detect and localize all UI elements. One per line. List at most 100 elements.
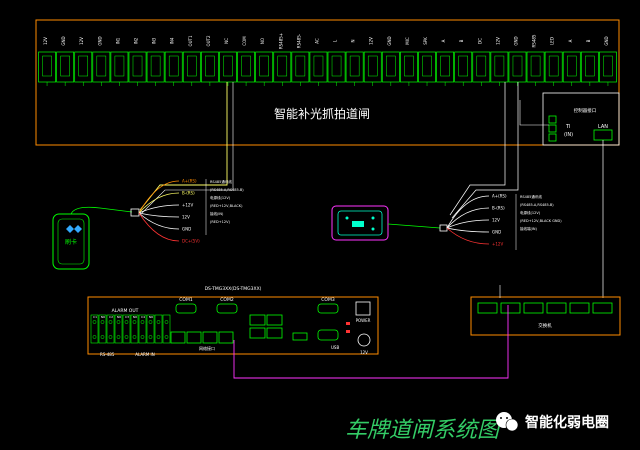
- controller-header: DS-TMG3XX(DS-TMG3XX): [205, 286, 262, 292]
- right-reader-led-icon-2: [371, 216, 375, 220]
- rj45-port: [170, 331, 186, 344]
- com3-port: [317, 303, 339, 314]
- terminal-label: 12V: [43, 37, 48, 45]
- terminal-cell: SPK: [418, 37, 436, 86]
- terminal-label: IN4: [170, 37, 175, 44]
- relay-label: NO: [101, 315, 106, 319]
- network-switch: 交换机: [470, 296, 621, 336]
- wire-line: [446, 227, 490, 233]
- diagram-title: 车牌道闸系统图: [345, 418, 502, 443]
- terminal-cell: IN4: [164, 37, 183, 86]
- relay-terminal: [146, 314, 155, 344]
- alarm-in-label: ALARM IN: [135, 352, 154, 357]
- reader-logo-icon-2: [74, 225, 82, 233]
- wire-note: 接线端(IN): [520, 226, 538, 231]
- camera-frame: [35, 19, 620, 146]
- terminal-label: 12V: [495, 37, 500, 45]
- terminal-label: NO: [260, 38, 265, 44]
- dc-jack-icon: [357, 333, 371, 347]
- wire-label: GND: [492, 230, 501, 235]
- wire-strip-left-reader: [139, 82, 228, 211]
- terminal-label: RS485: [532, 34, 537, 47]
- relay-terminal: [138, 314, 147, 344]
- usb-label: USB: [331, 345, 339, 350]
- terminal-cell: OUT2: [200, 35, 219, 86]
- wire-label: B-(RS): [182, 191, 195, 196]
- wire-label: GND: [182, 227, 191, 232]
- terminal-label: A: [441, 39, 446, 42]
- terminal-label: COM: [242, 36, 247, 46]
- watermark: 智能化弱电圈: [496, 412, 609, 432]
- terminal-label: GND: [513, 36, 518, 45]
- led-indicator-1: [346, 322, 350, 325]
- terminal-label: N: [351, 40, 356, 43]
- relay-terminal: [122, 314, 131, 344]
- subpanel-title: 控制器接口: [574, 107, 597, 114]
- terminal-cell: DC: [472, 38, 491, 86]
- wire-note: 电源线(12V): [210, 195, 231, 200]
- rj45-port: [186, 331, 202, 344]
- relay-label: C4: [141, 315, 145, 319]
- relay-terminal: [114, 314, 123, 344]
- relay-label: C1: [93, 315, 97, 319]
- terminal-label: RS485+: [278, 33, 283, 49]
- wire-note: RS485通讯线: [210, 179, 232, 184]
- terminal-cell: A: [436, 39, 455, 86]
- wire-label: A+(RS): [492, 194, 507, 199]
- terminal-label: GND: [604, 36, 609, 45]
- relay-terminal: [98, 314, 107, 344]
- com3-label: COM3: [321, 297, 335, 303]
- wire-note: 电源线(12V): [520, 210, 541, 215]
- controller-subpanel: [542, 92, 620, 146]
- terminal-label: B: [586, 39, 591, 42]
- terminal-cell: L: [327, 39, 346, 86]
- wire-label: 12V: [492, 218, 500, 223]
- terminal-label: IN3: [152, 37, 157, 44]
- left-reader-label: 刷卡: [65, 238, 77, 246]
- relay-terminal: [106, 314, 115, 344]
- right-card-reader: [331, 205, 441, 241]
- relay-terminal: [130, 314, 139, 344]
- switch-port: [477, 302, 498, 314]
- terminal-cell: A: [562, 39, 581, 86]
- terminal-label: DC: [477, 38, 482, 44]
- wire-strip-left-reader-2: [141, 82, 234, 214]
- switch-port: [569, 302, 590, 314]
- wire-line: [138, 212, 180, 230]
- switch-port: [592, 302, 613, 314]
- switch-label: 交换机: [538, 322, 552, 329]
- left-card-reader: 刷卡: [52, 206, 133, 270]
- net-label: 网络接口: [199, 345, 215, 351]
- wire-line: [446, 195, 490, 229]
- power-switch: [355, 301, 371, 316]
- terminal-label: OUT1: [188, 35, 193, 47]
- alarm-out-label: ALARM OUT: [112, 308, 139, 314]
- right-reader-led-icon-3: [371, 227, 375, 231]
- wire-note: (RS485-A,RS485-B): [210, 188, 244, 192]
- subpanel-lan-label: LAN: [598, 124, 608, 130]
- rj45-port: [266, 314, 283, 326]
- terminal-label: IN2: [134, 37, 139, 44]
- wire-line: [138, 212, 180, 242]
- relay-terminal: [154, 314, 163, 344]
- terminal-label: B: [459, 39, 464, 42]
- relay-terminal: [90, 314, 99, 344]
- wire-line: [138, 192, 180, 214]
- relay-label: C3: [125, 315, 129, 319]
- terminal-cell: 12V: [363, 37, 382, 86]
- terminal-cell: B: [580, 39, 599, 86]
- subpanel-port-2: [548, 124, 557, 133]
- reader-logo-icon: [66, 225, 74, 233]
- com1-port: [175, 303, 197, 314]
- wire-line: [138, 212, 180, 218]
- rj45-port: [249, 327, 266, 339]
- terminal-cell: IN3: [146, 37, 165, 86]
- terminal-cell: COM: [237, 36, 255, 86]
- terminal-cell: RS485: [526, 34, 545, 86]
- relay-terminal: [162, 314, 171, 344]
- terminal-label: GND: [61, 36, 66, 45]
- terminal-cell: NO: [255, 38, 274, 86]
